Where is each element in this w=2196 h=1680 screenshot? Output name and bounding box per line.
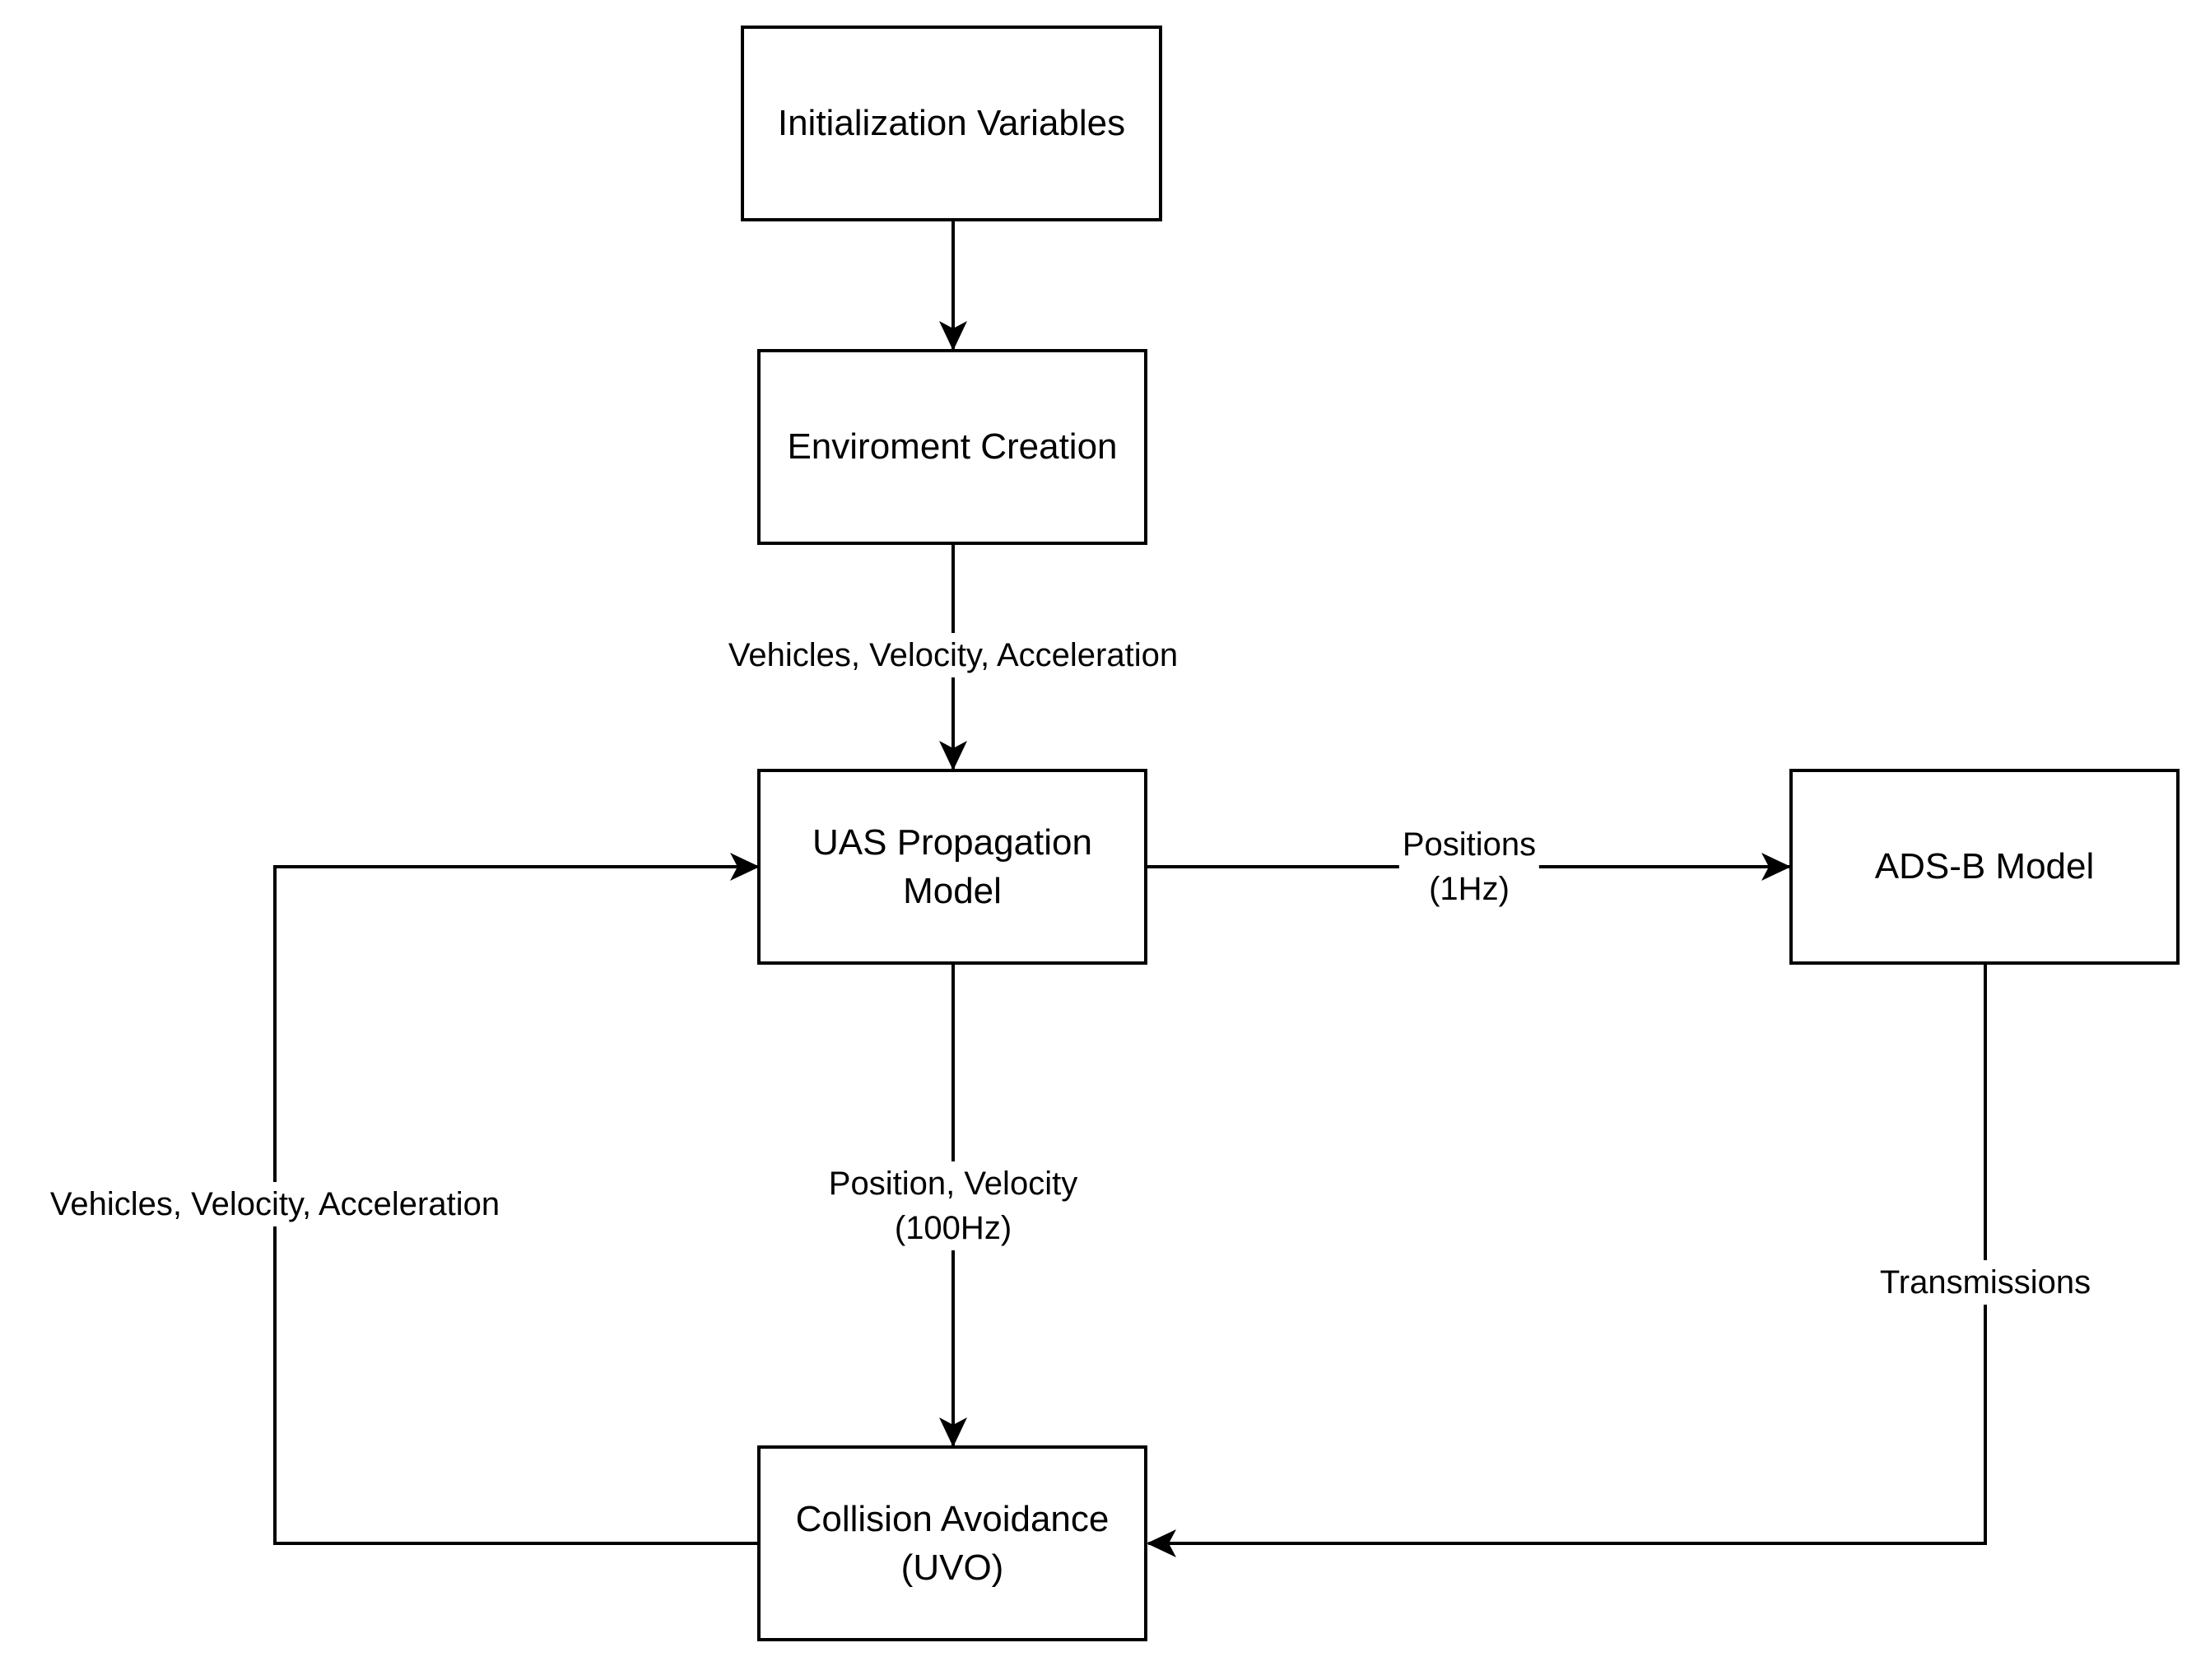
node-label: ADS-B Model: [1874, 846, 2095, 887]
edge-label-line1: Position, Velocity: [828, 1166, 1078, 1202]
edge-label-line2: (100Hz): [894, 1210, 1012, 1246]
node-initialization-variables: Initialization Variables: [741, 26, 1162, 221]
edge-label-text: Vehicles, Velocity, Acceleration: [49, 1186, 500, 1222]
edge-label-text: Transmissions: [1879, 1264, 2091, 1301]
node-label-line2: Model: [903, 871, 1002, 911]
edge-label-adsb-to-ca: Transmissions: [1876, 1260, 2095, 1305]
node-label-line2: (UVO): [900, 1547, 1004, 1588]
edge-label-line2: (1Hz): [1429, 871, 1510, 907]
edge-label-ca-to-uas: Vehicles, Velocity, Acceleration: [46, 1182, 504, 1226]
node-ads-b-model: ADS-B Model: [1789, 769, 2180, 965]
node-label-line1: UAS Propagation: [812, 821, 1092, 863]
edge-adsb-to-ca: [1147, 964, 1987, 1557]
edge-label-text: Vehicles, Velocity, Acceleration: [728, 637, 1179, 673]
edge-label-uas-to-ca: Position, Velocity (100Hz): [825, 1161, 1082, 1250]
node-environment-creation: Enviroment Creation: [757, 349, 1147, 545]
node-uas-propagation-model: UAS Propagation Model: [757, 769, 1147, 965]
edge-label-env-to-uas: Vehicles, Velocity, Acceleration: [724, 633, 1182, 677]
node-collision-avoidance: Collision Avoidance (UVO): [757, 1445, 1147, 1641]
node-label-line1: Collision Avoidance: [795, 1498, 1110, 1539]
edge-label-uas-to-adsb: Positions (1Hz): [1398, 822, 1540, 911]
node-label: Initialization Variables: [777, 103, 1126, 144]
node-label: Enviroment Creation: [787, 426, 1118, 468]
edge-label-line1: Positions: [1402, 826, 1537, 863]
